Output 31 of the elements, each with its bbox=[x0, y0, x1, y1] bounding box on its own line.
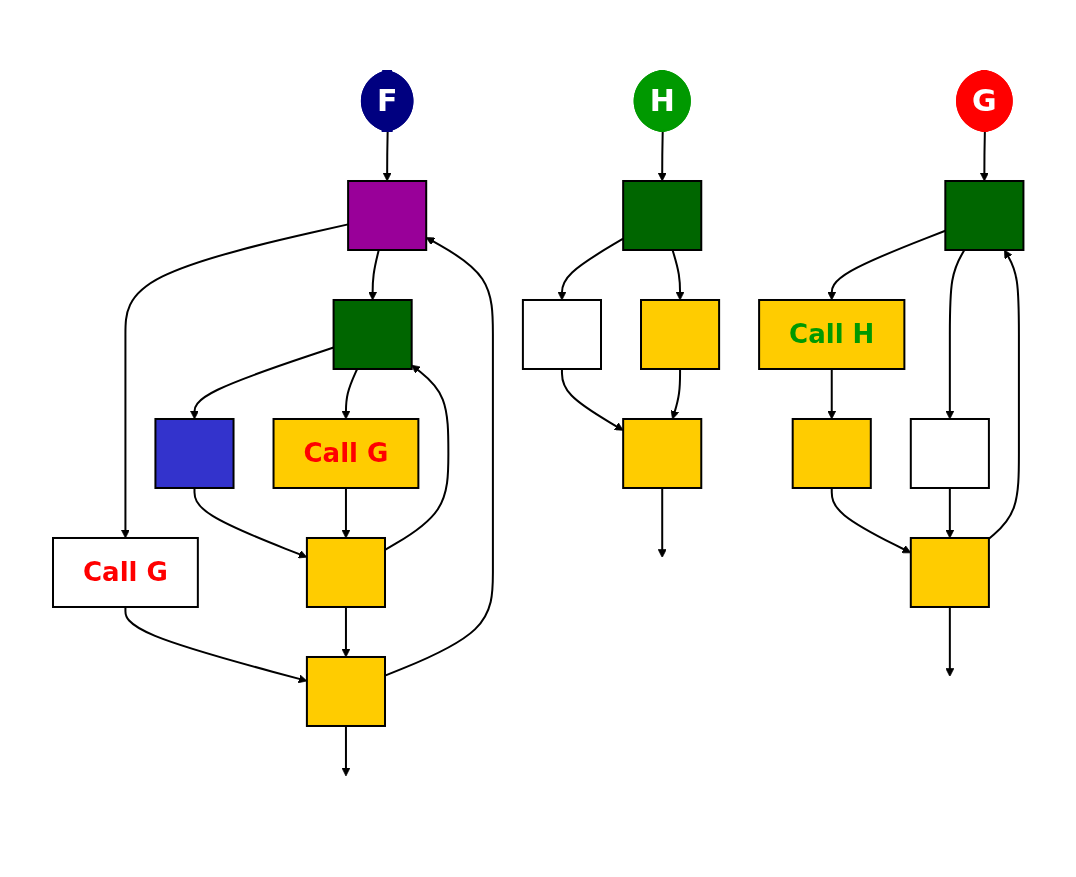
node-box: Call G bbox=[272, 418, 420, 489]
arrow bbox=[827, 368, 836, 420]
arrow bbox=[657, 487, 667, 558]
node-box bbox=[909, 418, 990, 489]
node-box bbox=[639, 299, 720, 370]
arrow bbox=[341, 487, 351, 539]
arrow bbox=[830, 487, 911, 554]
arrow bbox=[341, 606, 351, 658]
arrow bbox=[945, 606, 955, 677]
arrow bbox=[987, 249, 1020, 540]
node-box bbox=[621, 418, 703, 489]
arrow bbox=[120, 223, 349, 539]
node-box bbox=[305, 537, 386, 608]
node-box bbox=[346, 180, 427, 251]
arrow bbox=[341, 725, 351, 777]
node-box bbox=[305, 656, 386, 727]
arrow bbox=[368, 249, 380, 301]
arrow bbox=[670, 368, 681, 420]
node-box bbox=[791, 418, 872, 489]
node-box bbox=[332, 299, 413, 370]
node-box bbox=[521, 299, 602, 370]
node-box bbox=[944, 180, 1025, 251]
arrow bbox=[945, 249, 966, 420]
arrow bbox=[341, 368, 358, 420]
node-box bbox=[909, 537, 990, 608]
node-box: Call H bbox=[757, 299, 906, 370]
arrow bbox=[945, 487, 955, 539]
node-box: Call G bbox=[51, 537, 199, 608]
node-box bbox=[621, 180, 703, 251]
arrow bbox=[671, 249, 685, 301]
node-box bbox=[154, 418, 235, 489]
